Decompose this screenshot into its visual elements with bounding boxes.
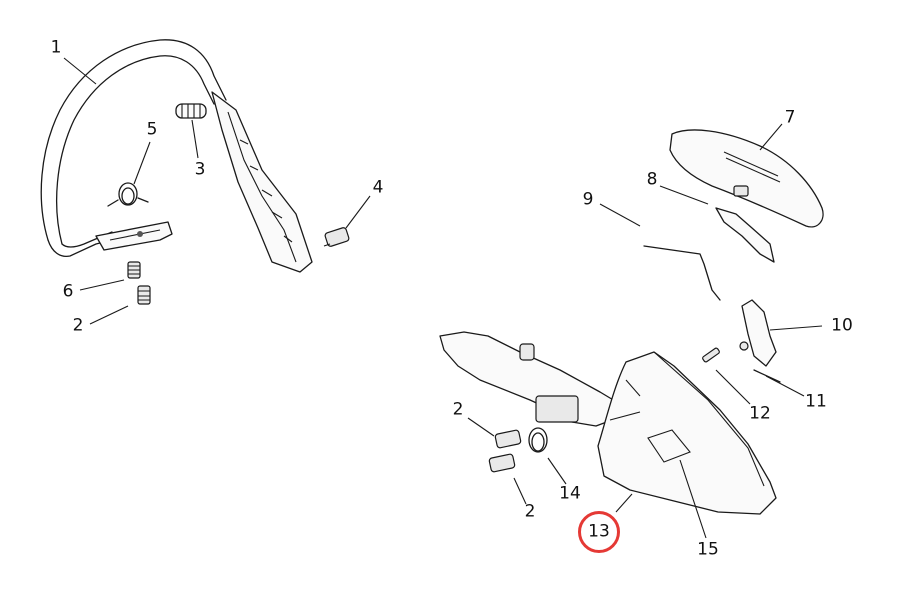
leader-lines (63, 57, 823, 539)
callout-2-right-lower: 2 (524, 501, 536, 522)
bolt-part-2-left-upper (127, 261, 141, 279)
callout-12: 12 (749, 403, 771, 424)
bolt-part-2-right-lower (488, 453, 516, 473)
callout-4: 4 (372, 177, 384, 198)
part-15-chain-brake-lever (597, 351, 777, 515)
part-5-torsion-spring (107, 182, 149, 207)
highlight-circle (578, 511, 620, 553)
bolt-part-2-right-upper (494, 429, 522, 449)
callout-13: 13 (588, 521, 610, 542)
part-8-trigger (715, 207, 775, 263)
bolt-part-4 (323, 227, 350, 247)
bolt-part-2-left-lower (137, 285, 151, 305)
callout-2-left: 2 (72, 315, 84, 336)
part-7-handle-cover (669, 129, 824, 228)
part-13-brake-band (439, 331, 621, 427)
part-12-pin (702, 347, 720, 363)
callout-7: 7 (784, 107, 796, 128)
callout-1: 1 (50, 37, 62, 58)
part-9-wire-rod (643, 245, 721, 301)
callout-8: 8 (646, 169, 658, 190)
part-1-front-handle (40, 39, 313, 273)
callout-11: 11 (805, 391, 827, 412)
callout-14: 14 (559, 483, 581, 504)
callout-15: 15 (697, 539, 719, 560)
part-6-clamp-plate (95, 221, 173, 251)
part-14-torsion-spring (528, 427, 548, 453)
callout-2-right-upper: 2 (452, 399, 464, 420)
callout-3: 3 (194, 159, 206, 180)
callout-10: 10 (831, 315, 853, 336)
callout-6: 6 (62, 281, 74, 302)
callout-9: 9 (582, 189, 594, 210)
callout-5: 5 (146, 119, 158, 140)
part-3-coil-spring (175, 103, 207, 119)
part-10-lock-lever (739, 299, 777, 367)
